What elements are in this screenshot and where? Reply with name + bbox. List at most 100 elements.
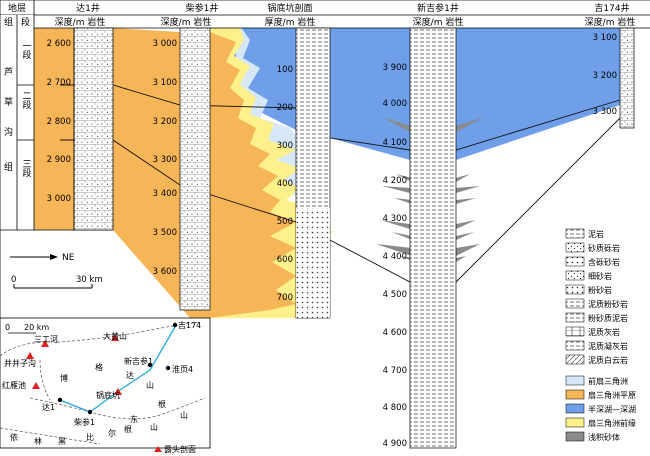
well-name-ji174: 吉174井 — [594, 2, 629, 14]
well-column-ji174 — [619, 27, 635, 129]
well-name-guodikeng: 锅底坑剖面 — [267, 2, 312, 14]
map-label: 达 — [126, 370, 134, 380]
map-label: 淮页4 — [172, 364, 193, 374]
legend-label: 泥质白云岩 — [588, 355, 628, 365]
tick-label: 4 500 — [383, 290, 407, 300]
tick-label: 400 — [277, 179, 293, 189]
direction-arrow: NE — [10, 253, 75, 263]
tick-label: 3 200 — [593, 71, 617, 81]
map-label: 博 — [60, 373, 68, 383]
well-column-xinjishen1 — [409, 27, 457, 449]
map-label: 山 — [180, 410, 188, 420]
well-route — [59, 326, 176, 413]
well-column-da1 — [73, 27, 114, 231]
tick-label: 4 300 — [383, 214, 407, 224]
map-legend-outcrop: 露头剖面 — [164, 444, 196, 454]
legend-label: 细砂岩 — [588, 271, 612, 281]
well-name-xinjishen1: 新吉参1井 — [417, 2, 459, 14]
tick-label: 3 100 — [153, 78, 177, 88]
map-scale-zero: 0 — [5, 323, 10, 332]
tick-label: 3 400 — [153, 189, 177, 199]
map-label: 锅底坑 — [96, 390, 120, 400]
depth-header-da1: 深度/m 岩性 — [55, 16, 106, 28]
map-label: 尔 — [108, 428, 116, 438]
tick-label: 4 600 — [383, 328, 407, 338]
tick-label: 3 200 — [153, 117, 177, 127]
section-3-label: 三段 — [21, 159, 32, 178]
depth-ticks-guodikeng: 100 200 300 400 500 600 700 — [277, 65, 293, 303]
map-label: 依 — [10, 432, 18, 442]
outcrop-marker — [26, 352, 34, 359]
tick-label: 3 300 — [593, 107, 617, 117]
legend-label: 扇三角洲平原 — [588, 390, 636, 400]
legend-label: 浅积砂体 — [588, 432, 620, 442]
legend-label: 砂质砾岩 — [588, 243, 620, 253]
tick-label: 4 400 — [383, 252, 407, 262]
outcrop-marker — [32, 382, 40, 389]
legend-label: 粉砂质泥岩 — [588, 313, 628, 323]
tick-label: 4 800 — [383, 403, 407, 413]
tick-label: 200 — [277, 103, 293, 113]
outcrop-marker — [41, 340, 49, 347]
legend-label: 含砾砂岩 — [588, 257, 620, 267]
legend-label: 泥质灰岩 — [588, 327, 620, 337]
map-label: 吉174 — [178, 321, 201, 330]
tick-label: 700 — [277, 293, 293, 303]
map-label: 新吉参1 — [124, 356, 153, 366]
map-label: 红雁池 — [2, 380, 26, 390]
group-char-4: 组 — [4, 161, 13, 173]
legend-label: 泥质粉砂岩 — [588, 299, 628, 309]
map-label: 井井子沟 — [4, 358, 36, 368]
depth-header-chaishen1: 深度/m 岩性 — [161, 16, 212, 28]
legend-label: 扇三角洲前缘 — [588, 418, 636, 428]
group-name: 芦 草 沟 组 一段 二段 三段 — [4, 41, 31, 178]
outcrop-marker — [114, 388, 122, 395]
tick-label: 4 900 — [383, 439, 407, 449]
tick-label: 100 — [277, 65, 293, 75]
tick-label: 600 — [277, 255, 293, 265]
map-label: 根 — [158, 399, 166, 409]
depth-ticks-xinjishen1: 3 900 4 000 4 100 4 200 4 300 4 400 4 50… — [383, 63, 407, 449]
map-label: 根 — [124, 424, 132, 434]
depth-ticks-chaishen1: 3 000 3 100 3 200 3 300 3 400 3 500 3 60… — [153, 39, 177, 277]
depth-ticks-da1: 2 600 2 700 2 800 2 900 3 000 — [47, 39, 71, 204]
map-label: 山 — [150, 422, 158, 432]
map-label: 黑 — [58, 437, 66, 446]
depth-header-ji174: 深度/m 岩性 — [585, 16, 636, 28]
tick-label: 3 000 — [153, 39, 177, 49]
depth-ticks-ji174: 3 100 3 200 3 300 — [593, 33, 617, 117]
map-label: 东 — [130, 414, 138, 424]
tick-label: 2 600 — [47, 39, 71, 49]
map-scale-length: 20 km — [24, 323, 49, 332]
tick-label: 3 100 — [593, 33, 617, 43]
map-label: 柴参1 — [74, 417, 95, 427]
section-header: 段 — [21, 16, 30, 28]
group-char-2: 草 — [4, 96, 13, 108]
group-header: 组 — [4, 16, 13, 28]
map-label: 林 — [34, 436, 42, 446]
map-label: 格 — [95, 362, 103, 372]
well-name-da1: 达1井 — [76, 2, 100, 14]
legend-label: 粉砂岩 — [588, 285, 612, 295]
map-label: 山 — [146, 380, 154, 390]
map-label: 达1 — [42, 402, 55, 412]
tick-label: 2 700 — [47, 78, 71, 88]
legend-label: 前扇三角洲 — [588, 376, 628, 386]
tick-label: 4 100 — [383, 138, 407, 148]
scale-length: 30 km — [76, 275, 103, 285]
header — [0, 0, 650, 29]
well-column-chaishen1 — [179, 27, 211, 311]
legend-label: 泥质凝灰岩 — [588, 341, 628, 351]
tick-label: 3 300 — [153, 155, 177, 165]
well-name-chaishen1: 柴参1井 — [186, 2, 219, 14]
map-label: 比 — [86, 432, 94, 442]
direction-label: NE — [62, 253, 75, 263]
tick-label: 4 700 — [383, 366, 407, 376]
strata-column — [0, 0, 113, 448]
section-2-label: 二段 — [21, 91, 32, 110]
strata-header: 地层 — [8, 2, 26, 14]
well-column-guodikeng — [295, 27, 331, 319]
section-1-label: 一段 — [21, 41, 32, 60]
legend-label: 泥岩 — [588, 229, 604, 239]
